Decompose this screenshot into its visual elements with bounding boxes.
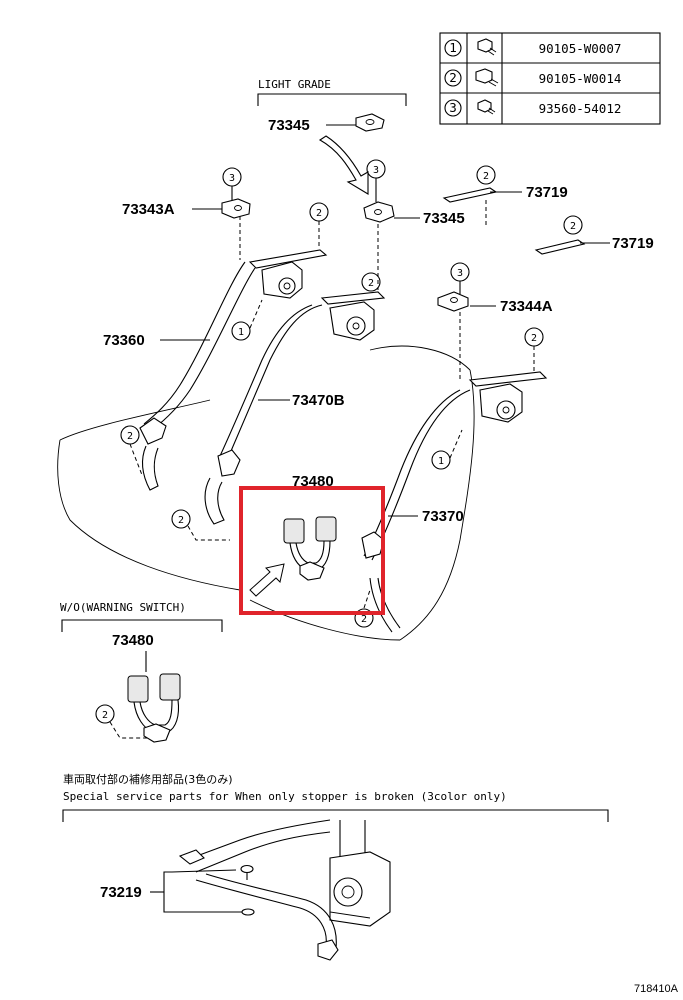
part-label-73719-a: 73719 [526, 184, 568, 201]
seat-belt-73470B [204, 291, 386, 525]
buckle-73480-wo-warning-switch [127, 673, 181, 743]
highlight-box [239, 486, 385, 615]
callout-3: 3 [457, 268, 463, 279]
fastener-table: 1 90105-W0007 2 90105-W0014 3 [439, 32, 661, 125]
anchor-cover-73345 [363, 201, 395, 223]
arrow-icon [318, 135, 369, 195]
fastener-index: 2 [449, 70, 457, 85]
part-label-73370: 73370 [422, 508, 464, 525]
light-grade-note: LIGHT GRADE [258, 78, 331, 91]
washer-icon [241, 908, 255, 916]
arrow-icon [249, 563, 285, 597]
part-label-73470B: 73470B [292, 392, 345, 409]
part-label-73480-wo: 73480 [112, 632, 154, 649]
callout-2: 2 [127, 431, 133, 442]
fastener-index: 3 [449, 100, 457, 115]
special-parts-note-jp: 車両取付部の補修用部品(3色のみ) [63, 772, 233, 786]
flange-bolt-icon [475, 68, 499, 87]
fastener-part-number: 90105-W0014 [539, 71, 622, 86]
part-label-73480-main: 73480 [292, 473, 334, 490]
wo-warning-switch-note: W/O(WARNING SWITCH) [60, 601, 186, 614]
push-pin-icon [240, 864, 254, 880]
part-label-73345-mid: 73345 [423, 210, 465, 227]
fastener-row: 2 90105-W0014 [444, 68, 622, 87]
callout-2: 2 [102, 710, 108, 721]
bolt-icon [477, 38, 497, 56]
callout-2: 2 [316, 208, 322, 219]
callout-3: 3 [373, 165, 379, 176]
stopper-assembly [178, 819, 391, 961]
diagram-id: 718410A [634, 983, 679, 995]
bracket-73719-upper [442, 187, 498, 203]
callout-3: 3 [229, 173, 235, 184]
part-label-73343A: 73343A [122, 201, 175, 218]
bracket-73719-lower [534, 239, 586, 255]
belt-anchor-cover-light [355, 113, 385, 132]
fastener-row: 3 93560-54012 [444, 99, 622, 117]
callout-2: 2 [483, 171, 489, 182]
special-parts-note-en: Special service parts for When only stop… [63, 790, 507, 803]
fastener-part-number: 90105-W0007 [539, 41, 622, 56]
screw-icon [477, 99, 496, 115]
callout-2: 2 [531, 333, 537, 344]
seat-belt-73360 [139, 249, 328, 491]
seat-belt-73370 [361, 371, 548, 633]
callout-1: 1 [438, 456, 444, 467]
part-label-73219: 73219 [100, 884, 142, 901]
callout-2: 2 [368, 278, 374, 289]
rear-seat-outline [57, 345, 475, 641]
fastener-row: 1 90105-W0007 [444, 38, 622, 57]
anchor-cover-73344A [437, 291, 469, 312]
buckle-73480 [283, 516, 337, 581]
part-label-73345-top: 73345 [268, 117, 310, 134]
callout-1: 1 [238, 327, 244, 338]
callout-2: 2 [178, 515, 184, 526]
part-label-73360: 73360 [103, 332, 145, 349]
part-label-73344A: 73344A [500, 298, 553, 315]
callout-2: 2 [361, 614, 367, 625]
fastener-index: 1 [449, 40, 457, 55]
fastener-part-number: 93560-54012 [539, 101, 622, 116]
anchor-cover-73343A [221, 198, 251, 219]
callout-2: 2 [570, 221, 576, 232]
part-label-73719-b: 73719 [612, 235, 654, 252]
